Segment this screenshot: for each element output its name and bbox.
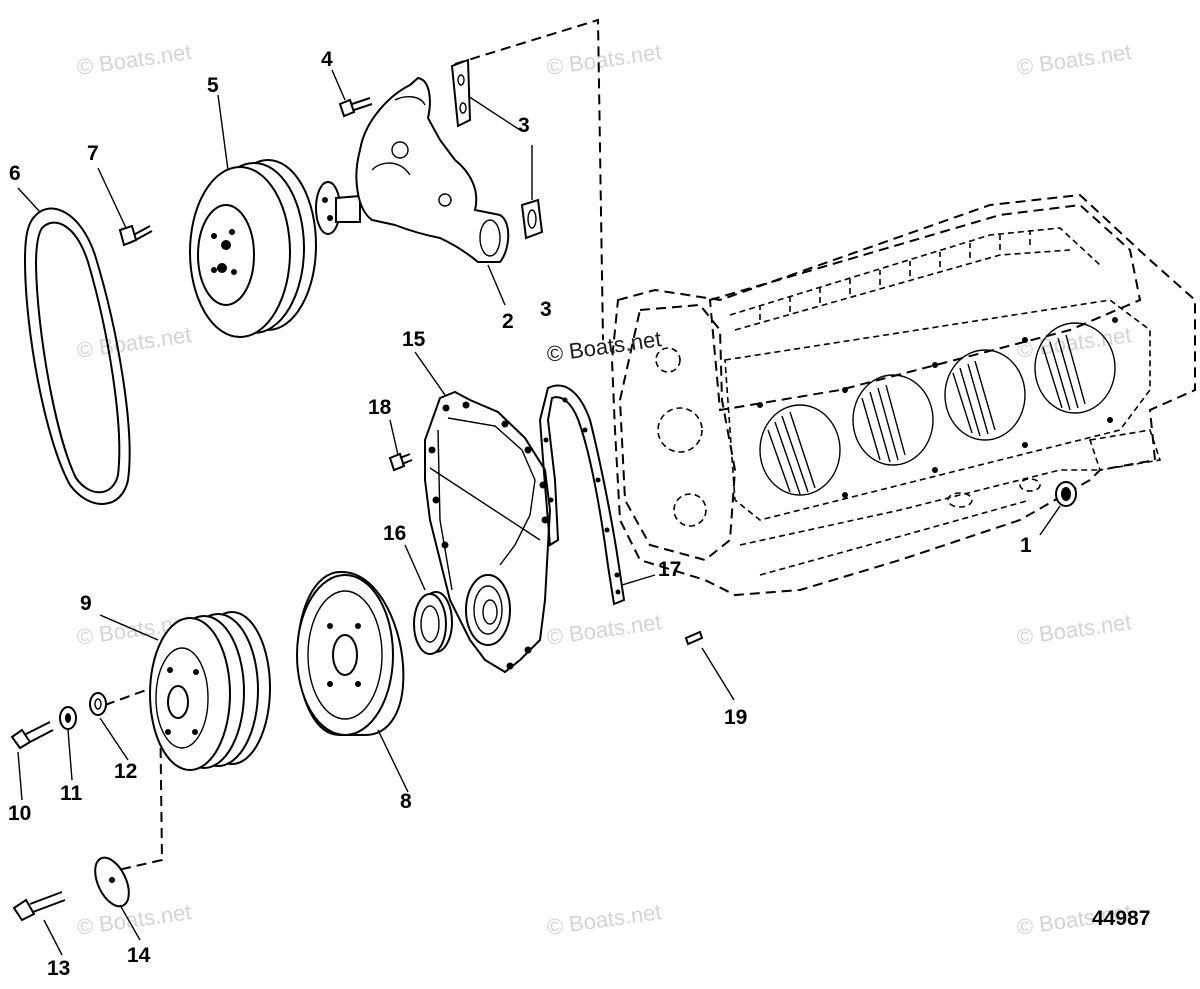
balancer-washer (94, 856, 130, 908)
watermark: © Boats.net (545, 39, 663, 80)
gasket (450, 58, 544, 240)
callouts: 1 2 3 3 3 4 5 6 7 8 9 10 11 12 13 14 15 … (8, 48, 1032, 980)
timing-cover (424, 390, 552, 674)
crankshaft-pulley (149, 611, 271, 771)
watermark: © Boats.net (545, 899, 663, 940)
callout-6: 6 (9, 162, 21, 185)
callout-7: 7 (87, 142, 99, 165)
callout-5: 5 (207, 74, 219, 97)
callout-11: 11 (60, 782, 83, 805)
callout-14: 14 (127, 944, 151, 967)
timing-cover-bolt (388, 452, 413, 472)
pulley-bolt (118, 224, 153, 247)
figure-number: 44987 (1092, 907, 1150, 930)
harmonic-balancer (296, 570, 405, 736)
callout-17: 17 (658, 558, 681, 581)
watermark: © Boats.net (75, 322, 193, 363)
plug (1055, 481, 1077, 507)
callout-2: 2 (502, 310, 514, 333)
callout-1: 1 (1020, 534, 1032, 557)
front-seal (413, 591, 453, 655)
water-pump-pulley (189, 159, 317, 338)
water-pump (315, 76, 510, 263)
pulley-bolt-10 (10, 721, 54, 750)
callout-3: 3 (540, 298, 552, 321)
leader-lines (17, 69, 1061, 956)
callout-4: 4 (321, 48, 333, 71)
watermark: © Boats.net (1015, 322, 1133, 363)
cylinder-bores (759, 322, 1116, 496)
drive-belt (23, 207, 131, 505)
callout-12: 12 (114, 760, 137, 783)
watermark: © Boats.net (75, 39, 193, 80)
callout-9: 9 (80, 592, 92, 615)
washer (89, 692, 107, 716)
callout-16: 16 (383, 522, 406, 545)
callout-3: 3 (518, 114, 530, 137)
timing-cover-gasket (538, 384, 626, 606)
watermark: © Boats.net (1015, 39, 1133, 80)
balancer-bolt (12, 891, 66, 922)
watermark-dark: © Boats.net (545, 326, 663, 367)
callout-15: 15 (402, 328, 426, 351)
callout-13: 13 (47, 957, 70, 980)
callout-18: 18 (368, 396, 392, 419)
callout-8: 8 (400, 790, 412, 813)
dowel-pin (684, 630, 704, 646)
water-pump-bolt (338, 97, 373, 118)
callout-10: 10 (8, 802, 31, 825)
lock-washer (59, 706, 77, 730)
callout-19: 19 (724, 706, 747, 729)
watermark: © Boats.net (75, 899, 193, 940)
engine-block (610, 193, 1196, 597)
watermark: © Boats.net (1015, 609, 1133, 650)
watermark: © Boats.net (545, 609, 663, 650)
